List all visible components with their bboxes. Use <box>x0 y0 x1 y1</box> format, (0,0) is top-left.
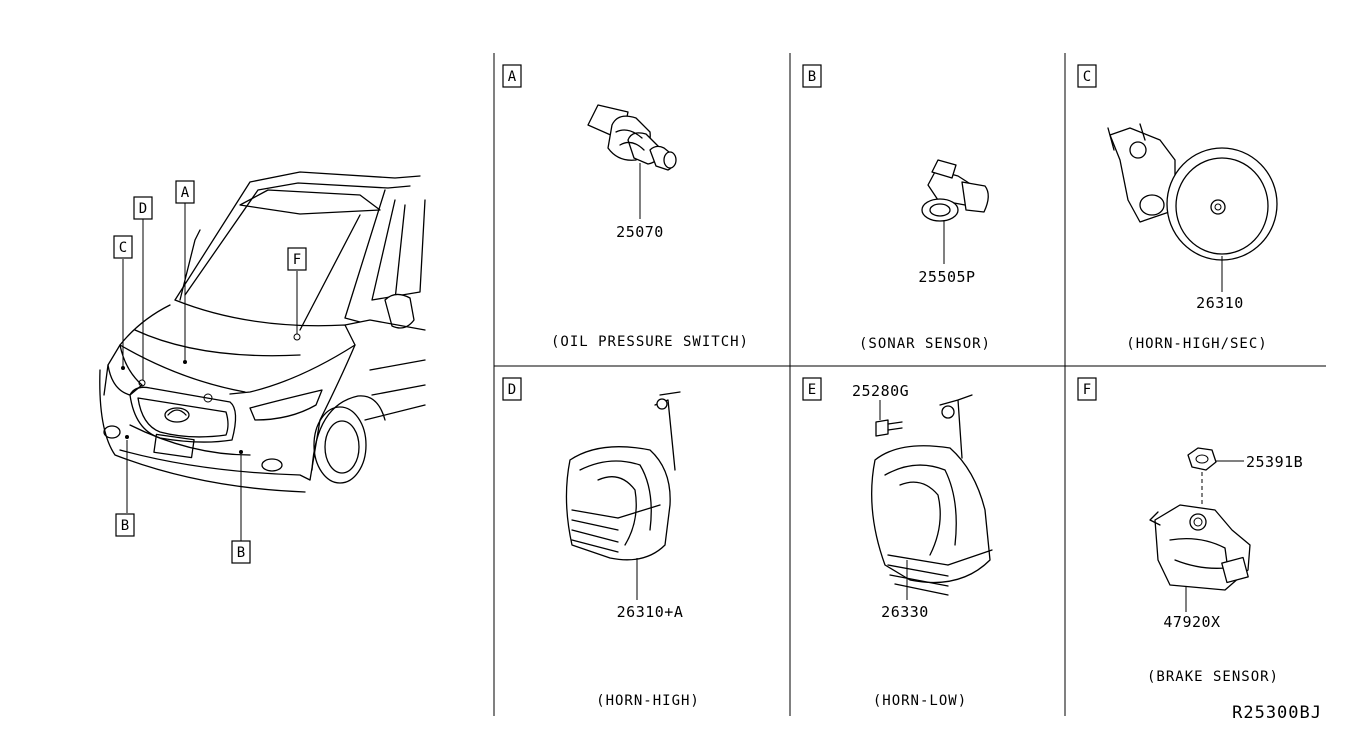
svg-text:(HORN-LOW): (HORN-LOW) <box>873 693 967 709</box>
callout-b-left: B <box>115 513 135 537</box>
diagram-code: R25300BJ <box>1232 703 1322 723</box>
horn-high-sec-drawing <box>1107 123 1278 261</box>
svg-text:47920X: 47920X <box>1163 613 1220 631</box>
panel-b: B 25505P (SONAR SENSOR) <box>802 64 991 352</box>
callout-a: A <box>175 180 195 204</box>
svg-text:25391B: 25391B <box>1246 453 1303 471</box>
svg-text:F: F <box>1083 382 1091 398</box>
svg-text:(HORN-HIGH): (HORN-HIGH) <box>596 693 700 709</box>
car-illustration <box>99 171 426 541</box>
svg-text:F: F <box>293 252 301 268</box>
panel-grid <box>493 53 1326 716</box>
svg-text:(HORN-HIGH/SEC): (HORN-HIGH/SEC) <box>1126 336 1267 352</box>
panel-d: D 26310+A (HORN-HIGH) <box>502 377 700 709</box>
callout-d: D <box>133 196 153 220</box>
svg-text:(OIL PRESSURE SWITCH): (OIL PRESSURE SWITCH) <box>551 334 749 350</box>
svg-text:A: A <box>181 185 190 201</box>
panel-e: E 25280G 26330 (HORN-LOW) <box>802 377 993 709</box>
svg-text:B: B <box>808 69 816 85</box>
horn-high-drawing <box>565 391 681 561</box>
svg-text:C: C <box>1083 69 1091 85</box>
callout-c: C <box>113 235 133 259</box>
svg-text:E: E <box>808 382 816 398</box>
sonar-sensor-drawing <box>921 159 989 222</box>
bolt-drawing <box>875 400 903 437</box>
oil-pressure-switch-drawing <box>587 104 677 171</box>
svg-text:D: D <box>139 201 147 217</box>
horn-low-drawing <box>871 394 993 596</box>
brake-sensor-drawing <box>1149 504 1251 591</box>
svg-text:26310: 26310 <box>1196 294 1244 312</box>
panel-c: C 26310 (HORN-HIGH/SEC) <box>1077 64 1278 352</box>
svg-text:(BRAKE SENSOR): (BRAKE SENSOR) <box>1147 669 1279 685</box>
callout-f: F <box>287 247 307 271</box>
svg-text:C: C <box>119 240 127 256</box>
panel-a: A 25070 (OIL PRESSURE SWITCH) <box>502 64 749 350</box>
nut-drawing <box>1187 447 1244 505</box>
svg-text:25070: 25070 <box>616 223 664 241</box>
svg-text:25280G: 25280G <box>852 382 909 400</box>
svg-text:D: D <box>508 382 516 398</box>
svg-text:26330: 26330 <box>881 603 929 621</box>
panel-f: F 25391B 47920X (BRAKE SENSOR) <box>1077 377 1303 685</box>
callout-b-right: B <box>231 540 251 564</box>
svg-text:B: B <box>237 545 245 561</box>
svg-text:26310+A: 26310+A <box>617 603 684 621</box>
svg-text:(SONAR SENSOR): (SONAR SENSOR) <box>859 336 991 352</box>
svg-text:A: A <box>508 69 517 85</box>
svg-text:B: B <box>121 518 129 534</box>
svg-text:25505P: 25505P <box>918 268 975 286</box>
